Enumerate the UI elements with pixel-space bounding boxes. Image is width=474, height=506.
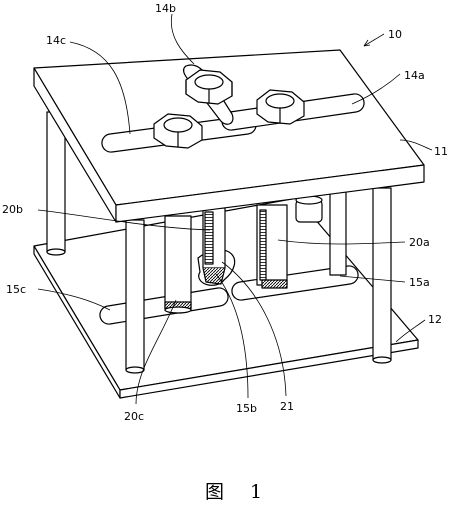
label-21: 21: [280, 400, 294, 413]
punch-20c: [164, 215, 192, 314]
guide-pillar-front-left: [125, 219, 145, 374]
hex-nut-14c: [153, 113, 203, 149]
label-15a: 15a: [409, 276, 430, 289]
leader-10-arrow: [363, 39, 371, 47]
label-20a: 20a: [409, 236, 430, 249]
guide-pillar-front-right: [372, 187, 392, 364]
hex-nut-14a: [256, 89, 305, 125]
hex-nut-14b: [185, 69, 233, 105]
leader-15c: [37, 288, 111, 311]
figure-caption-prefix: 图: [205, 481, 224, 503]
leader-14a: [351, 73, 401, 105]
leader-21: [221, 261, 287, 397]
leader-14c: [69, 41, 131, 135]
leader-20b: [37, 209, 211, 231]
label-14a: 14a: [404, 69, 425, 82]
guide-pillar-back-left: [46, 111, 66, 256]
label-20b: 20b: [2, 203, 23, 216]
punch-20a: [256, 204, 288, 289]
label-12: 12: [428, 313, 442, 326]
leader-10: [363, 33, 385, 47]
leader-15a: [339, 275, 406, 283]
leader-15b: [215, 273, 249, 399]
label-14c: 14c: [46, 34, 66, 47]
label-14b: 14b: [155, 2, 176, 15]
figure-caption-number: 1: [250, 481, 262, 503]
label-15b: 15b: [236, 402, 257, 415]
label-10: 10: [388, 28, 402, 41]
leader-11: [399, 139, 433, 151]
label-20c: 20c: [124, 410, 144, 423]
guide-sleeve: [295, 195, 323, 223]
leader-20a: [277, 239, 406, 245]
leader-12: [395, 319, 426, 343]
slot-15a: [231, 265, 359, 301]
label-15c: 15c: [6, 283, 26, 296]
label-11: 11: [434, 145, 448, 158]
punch-20b: [202, 207, 226, 285]
leader-20c: [135, 299, 177, 405]
leader-14b: [170, 13, 195, 65]
